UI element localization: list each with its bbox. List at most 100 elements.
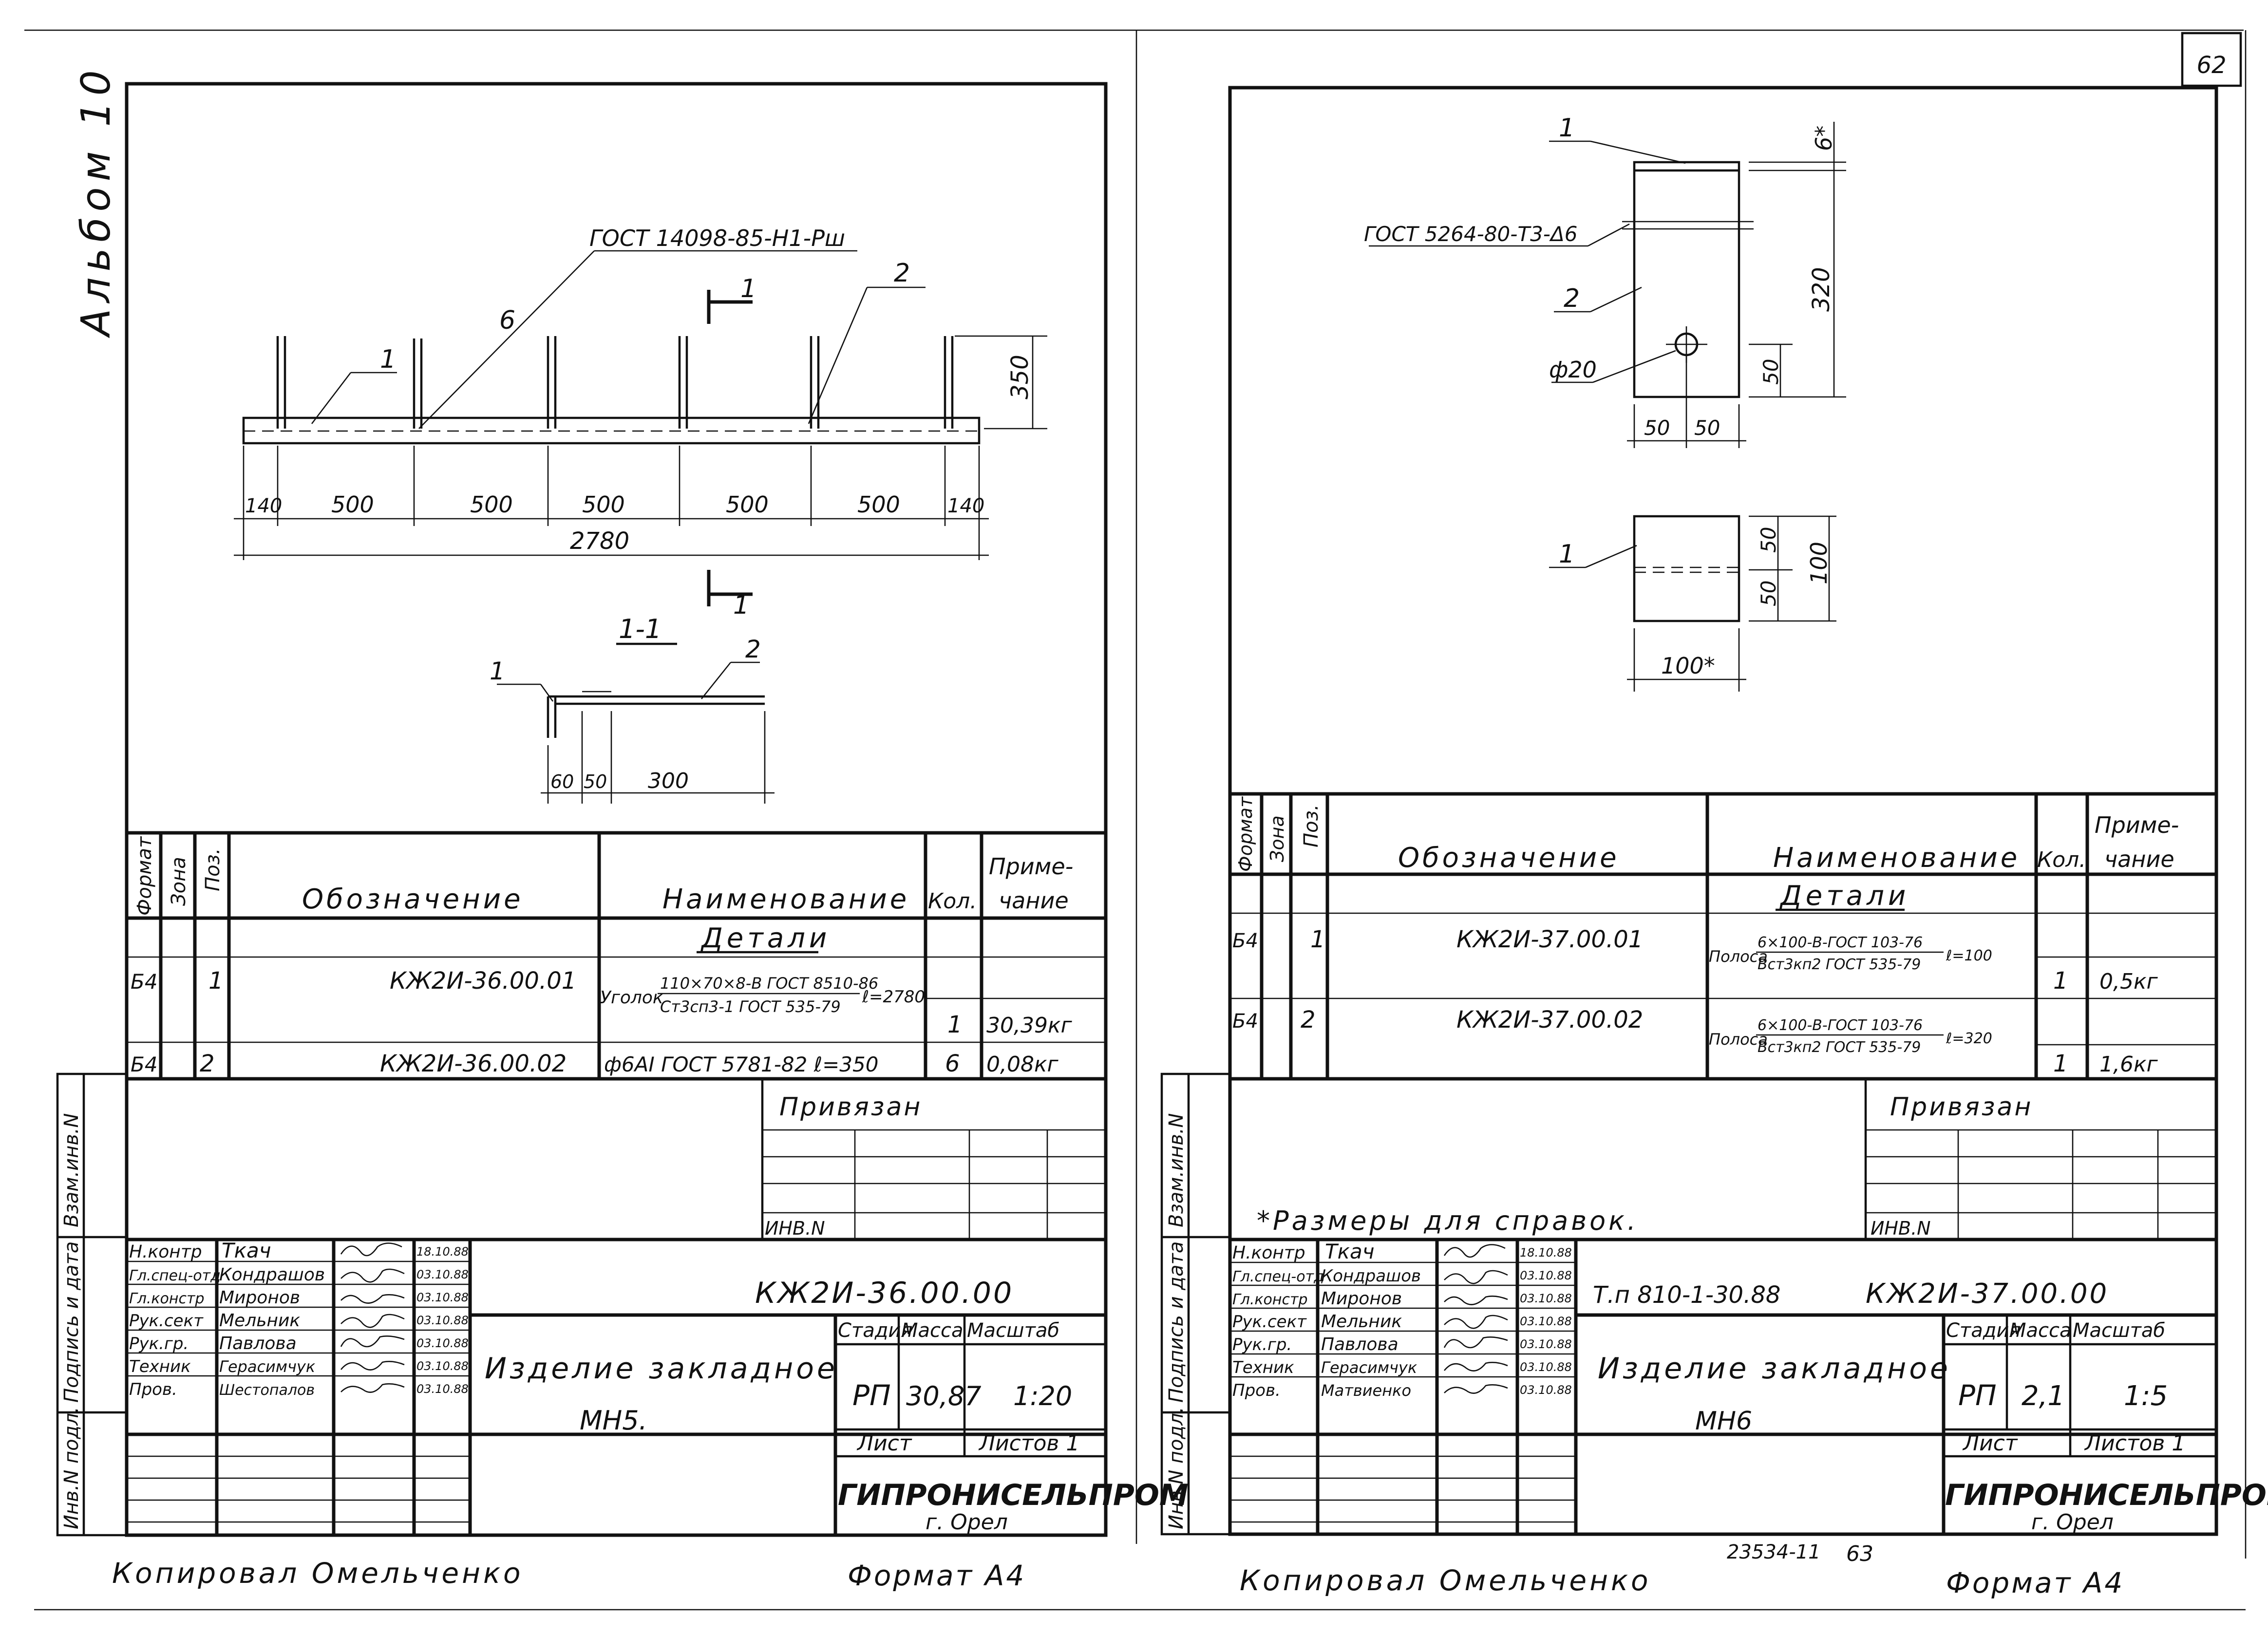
left-date-0: 18.10.88 <box>416 1245 469 1259</box>
left-sec-dim-0: 60 <box>550 771 574 792</box>
left-callout-std: ГОСТ 14098-85-Н1-Рш <box>589 225 845 251</box>
left-r1-note: 30,39кг <box>986 1013 1073 1038</box>
right-small-side-dim-1: 50 <box>1757 581 1780 606</box>
right-role-3: Рук.сект <box>1232 1312 1307 1332</box>
left-r2-qty: 6 <box>945 1050 960 1077</box>
right-series: Т.п 810-1-30.88 <box>1593 1281 1780 1309</box>
right-masshtab-label: Масштаб <box>2073 1319 2165 1342</box>
left-callout-6: 6 <box>499 306 515 335</box>
left-inv: ИНВ.N <box>765 1218 825 1239</box>
left-hdr-name: Наименование <box>662 883 909 915</box>
right-small-height-dim: 100 <box>1806 542 1832 584</box>
left-dim-6: 140 <box>947 495 984 517</box>
left-r2-format: Б4 <box>131 1052 158 1076</box>
right-stamp-page: 63 <box>1846 1541 1873 1566</box>
left-sheet: Взам.инв.N Подпись и дата Инв.N подл. ГО… <box>56 82 1189 1592</box>
right-listov-label: Листов 1 <box>2084 1431 2185 1456</box>
right-r1-pos: 1 <box>1310 926 1325 953</box>
right-footer-copied: Копировал Омельченко <box>1240 1564 1651 1597</box>
right-hdr-note2: чание <box>2104 846 2174 872</box>
left-hdr-note2: чание <box>999 887 1069 914</box>
right-note: *Размеры для справок. <box>1257 1205 1639 1236</box>
right-r1-designation: КЖ2И-37.00.01 <box>1456 926 1643 953</box>
left-r1-format: Б4 <box>131 970 158 994</box>
right-small-width-dim: 100* <box>1661 653 1715 679</box>
right-title-block: Привязан ИНВ.N Т.п 810-1-30 <box>1230 1077 2268 1535</box>
right-date-5: 03.10.88 <box>1520 1360 1572 1374</box>
right-r2-designation: КЖ2И-37.00.02 <box>1456 1006 1643 1034</box>
left-name-0: Ткач <box>222 1239 271 1262</box>
left-section-1-1: 1-1 1 2 60 50 300 <box>490 614 775 804</box>
right-r2-name-bottom: Вст3кп2 ГОСТ 535-79 <box>1758 1039 1921 1056</box>
left-masshtab: 1:20 <box>1013 1381 1072 1411</box>
left-date-3: 03.10.88 <box>416 1314 469 1327</box>
right-list-label: Лист <box>1962 1431 2018 1456</box>
left-callout-1: 1 <box>380 345 396 374</box>
right-thickness-dim: 6* <box>1811 126 1837 151</box>
left-name-2: Миронов <box>219 1288 300 1308</box>
right-r1-name-bottom: Вст3кп2 ГОСТ 535-79 <box>1758 956 1921 973</box>
left-section-label: Детали <box>700 922 831 954</box>
left-org: ГИПРОНИСЕЛЬПРОМ <box>838 1478 1189 1512</box>
right-drawing-small-plate: 1 50 50 100 100* <box>1549 515 1836 692</box>
right-name-6: Матвиенко <box>1321 1381 1411 1400</box>
right-r2-format: Б4 <box>1232 1010 1258 1033</box>
left-side-label-sign: Подпись и дата <box>60 1241 83 1403</box>
left-date-1: 03.10.88 <box>416 1268 469 1281</box>
left-r1-name-suffix: ℓ=2780 <box>862 987 925 1007</box>
left-spec-table: Формат Зона Поз. Обозначение Наименовани… <box>127 831 1106 1081</box>
right-massa: 2,1 <box>2022 1380 2065 1412</box>
left-date-2: 03.10.88 <box>416 1291 469 1304</box>
right-r1-note: 0,5кг <box>2099 969 2158 994</box>
left-privyazan: Привязан <box>779 1092 922 1122</box>
left-hdr-qty: Кол. <box>928 889 977 914</box>
right-small-side-dim-0: 50 <box>1757 527 1780 553</box>
left-r2-designation: КЖ2И-36.00.02 <box>380 1050 567 1077</box>
left-role-5: Техник <box>129 1357 191 1376</box>
right-r2-name-prefix: Полоса <box>1709 1030 1768 1049</box>
right-stamp-number: 23534-11 <box>1727 1541 1821 1563</box>
right-role-0: Н.контр <box>1232 1243 1305 1263</box>
left-r1-name-bottom: Ст3сп3-1 ГОСТ 535-79 <box>660 997 841 1016</box>
right-hole-offset-dim: 50 <box>1759 359 1783 385</box>
left-signatures <box>340 1242 405 1393</box>
left-section-mark-bottom: 1 <box>733 591 749 620</box>
right-name-1: Кондрашов <box>1321 1266 1421 1286</box>
left-r1-qty: 1 <box>947 1011 963 1038</box>
right-stadia-label: Стадия <box>1946 1319 2021 1342</box>
right-callout-2: 2 <box>1564 284 1580 313</box>
right-org: ГИПРОНИСЕЛЬПРОМ <box>1945 1478 2268 1512</box>
right-massa-label: Масса <box>2009 1319 2072 1342</box>
left-dim-1: 500 <box>331 491 374 518</box>
right-date-3: 03.10.88 <box>1520 1315 1572 1328</box>
left-r2-name: ф6АI ГОСТ 5781-82 ℓ=350 <box>604 1052 878 1076</box>
right-role-2: Гл.констр <box>1232 1291 1308 1308</box>
angle-bar <box>242 416 981 445</box>
right-name-0: Ткач <box>1325 1240 1375 1263</box>
left-r1-designation: КЖ2И-36.00.01 <box>390 967 576 995</box>
left-dim-2: 500 <box>470 491 513 518</box>
left-callout-2: 2 <box>894 259 910 288</box>
right-role-1: Гл.спец-отд <box>1232 1268 1324 1285</box>
right-signatures <box>1443 1244 1508 1394</box>
right-privyazan: Привязан <box>1890 1092 2033 1122</box>
right-side-label-replace: Взам.инв.N <box>1165 1113 1188 1227</box>
right-sheet: Взам.инв.N Подпись и дата Инв.N подл. 1 … <box>1160 86 2268 1599</box>
right-date-2: 03.10.88 <box>1520 1292 1572 1305</box>
right-hdr-zone: Зона <box>1266 815 1288 862</box>
left-list-label: Лист <box>856 1431 912 1456</box>
right-date-4: 03.10.88 <box>1520 1337 1572 1351</box>
left-frame <box>125 82 1108 1537</box>
right-masshtab: 1:5 <box>2124 1380 2168 1412</box>
right-hdr-name: Наименование <box>1773 842 2020 874</box>
right-name-5: Герасимчук <box>1321 1358 1418 1377</box>
left-sec-dim-1: 50 <box>584 771 607 792</box>
right-width-dim-1: 50 <box>1694 416 1720 440</box>
left-date-6: 03.10.88 <box>416 1382 469 1396</box>
left-role-4: Рук.гр. <box>129 1334 189 1353</box>
left-role-6: Пров. <box>129 1380 177 1399</box>
right-small-callout-1: 1 <box>1559 540 1575 569</box>
left-role-3: Рук.сект <box>129 1311 204 1331</box>
right-hdr-format: Формат <box>1235 796 1256 872</box>
